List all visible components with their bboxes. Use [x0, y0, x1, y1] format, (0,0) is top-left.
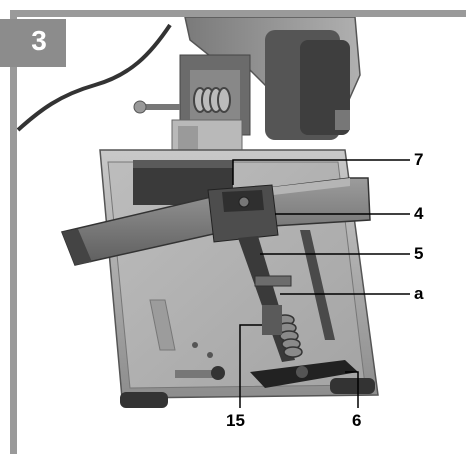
- callout-lines: [232, 159, 410, 408]
- callout-4: 4: [414, 204, 424, 223]
- callout-5: 5: [414, 244, 424, 263]
- power-cable: [16, 23, 172, 132]
- callout-7: 7: [414, 150, 424, 169]
- figure-number-badge: 3: [0, 19, 66, 67]
- figure-number: 3: [31, 25, 47, 56]
- callout-6: 6: [352, 411, 362, 430]
- callout-a: a: [414, 284, 424, 303]
- callout-15: 15: [226, 411, 245, 430]
